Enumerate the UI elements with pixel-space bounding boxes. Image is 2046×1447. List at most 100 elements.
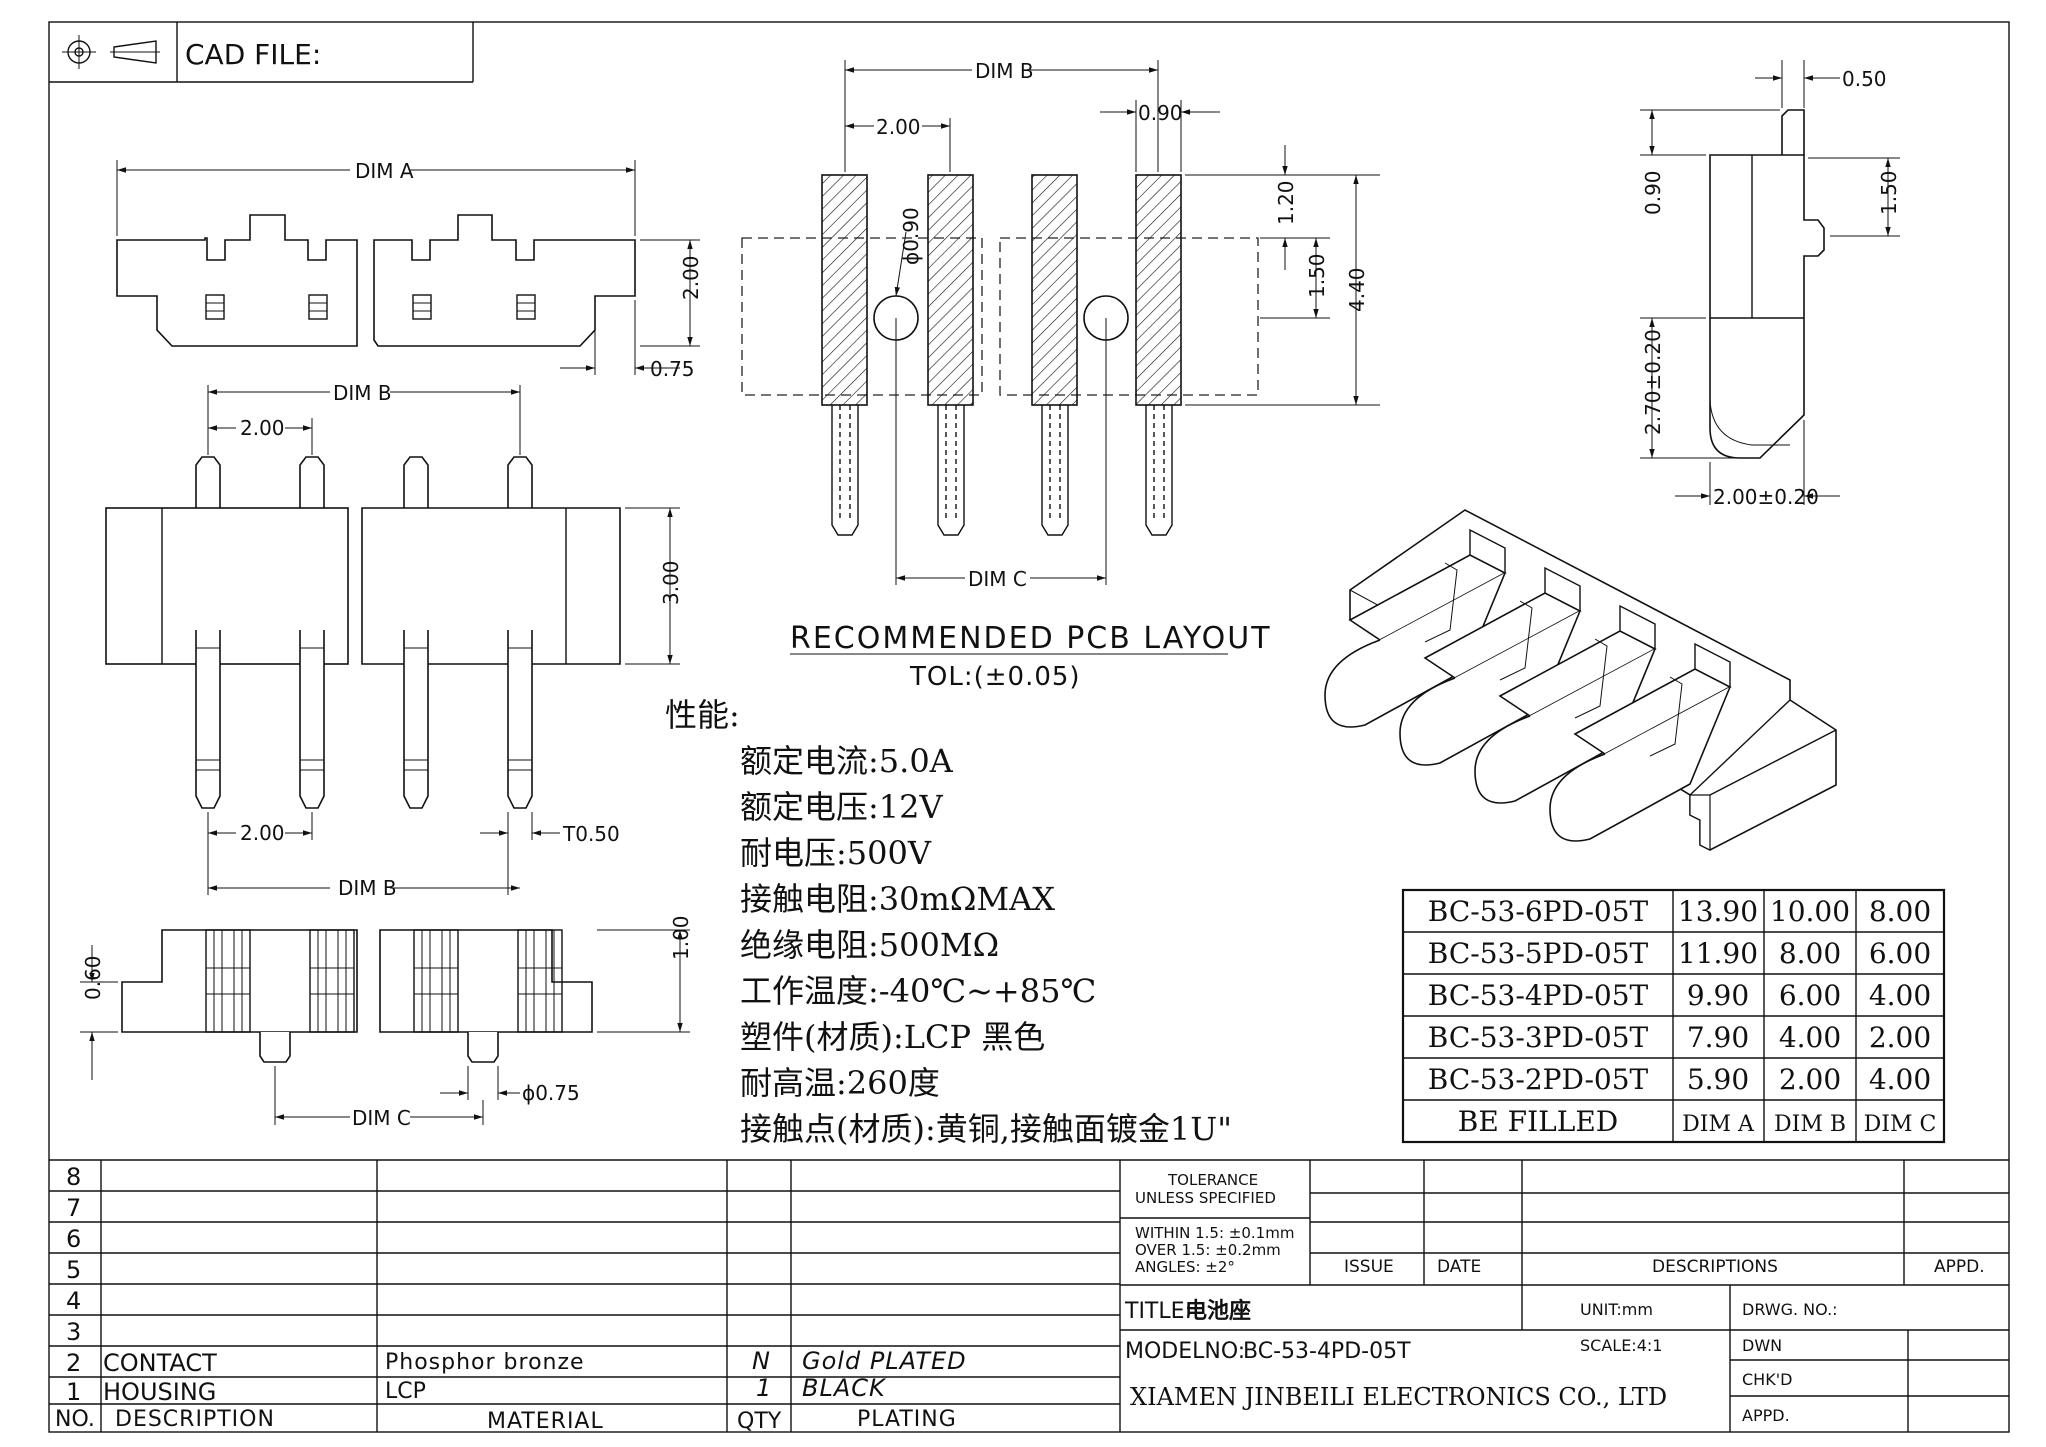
row-number: 8: [66, 1163, 81, 1191]
table-footer-cell: DIM B: [1774, 1112, 1846, 1137]
bom-material: LCP: [385, 1379, 426, 1404]
side-v-270-label: 2.70±0.20: [1641, 329, 1665, 435]
row-number: 4: [66, 1287, 81, 1315]
cad-header: CAD FILE:: [49, 22, 474, 83]
table-cell: 10.00: [1770, 895, 1850, 928]
table-cell: 2.00: [1779, 1063, 1841, 1096]
height-300-label: 3.00: [659, 560, 683, 605]
table-footer-cell: DIM C: [1864, 1112, 1937, 1137]
bom-material: Phosphor bronze: [385, 1350, 585, 1375]
spec-line: 接触电阻:30mΩMAX: [740, 880, 1055, 918]
width-075-label: 0.75: [650, 357, 695, 381]
projection-symbol-icon: [62, 35, 160, 69]
table-footer-cell: DIM A: [1682, 1112, 1755, 1137]
side-v-090-label: 0.90: [1641, 170, 1665, 215]
pcb-tolerance: TOL:(±0.05): [909, 662, 1081, 692]
table-cell: BC-53-3PD-05T: [1428, 1021, 1649, 1054]
phi-075-label: ϕ0.75: [522, 1081, 580, 1105]
row-number: 1: [66, 1378, 81, 1406]
table-cell: 6.00: [1779, 979, 1841, 1012]
tolerance-over: OVER 1.5: ±0.2mm: [1135, 1241, 1281, 1259]
side-v-150-label: 1.50: [1877, 170, 1901, 215]
t050-label: T0.50: [562, 822, 620, 846]
appd2-label: APPD.: [1742, 1406, 1790, 1425]
side-view: 0.50 0.90 1.50 2.70±0.20 2.00±0.20: [1640, 60, 1901, 509]
top-view: DIM B 2.00 3.00 2.00 T0.50 DIM B: [105, 381, 683, 900]
table-cell: 13.90: [1678, 895, 1758, 928]
pcb-hole-label: ϕ0.90: [899, 207, 923, 265]
table-cell: 4.00: [1869, 1063, 1931, 1096]
pitch-bottom-label: 2.00: [240, 821, 285, 845]
side-w-200-label: 2.00±0.20: [1713, 485, 1819, 509]
row-number: 2: [66, 1349, 81, 1377]
side-w-050-label: 0.50: [1842, 67, 1887, 91]
row-number: 6: [66, 1225, 81, 1253]
date-label: DATE: [1437, 1257, 1481, 1277]
spec-line: 绝缘电阻:500MΩ: [740, 926, 999, 964]
spec-line: 工作温度:-40℃~+85℃: [740, 972, 1096, 1010]
table-cell: 9.90: [1687, 979, 1749, 1012]
table-cell: 4.00: [1869, 979, 1931, 1012]
table-cell: 8.00: [1869, 895, 1931, 928]
company-name: XIAMEN JINBEILI ELECTRONICS CO., LTD: [1130, 1383, 1667, 1411]
spec-line: 耐高温:260度: [740, 1064, 940, 1102]
bom-plating: BLACK: [802, 1374, 887, 1402]
table-cell: 8.00: [1779, 937, 1841, 970]
spec-heading: 性能:: [665, 696, 740, 734]
pcb-dim-c-label: DIM C: [968, 567, 1027, 591]
row-number: 5: [66, 1256, 81, 1284]
tolerance-title: TOLERANCE: [1167, 1171, 1258, 1189]
spec-line: 耐电压:500V: [740, 834, 932, 872]
title-label: TITLE:: [1124, 1299, 1192, 1324]
spec-line: 塑件(材质):LCP 黑色: [740, 1018, 1045, 1056]
spec-line: 接触点(材质):黄铜,接触面镀金1U": [740, 1110, 1232, 1148]
appd-label: APPD.: [1934, 1257, 1985, 1277]
scale-label: SCALE:4:1: [1580, 1336, 1662, 1355]
issue-label: ISSUE: [1344, 1257, 1394, 1277]
bom-table: 8 7 6 5 4 3 2 1 CONTACT Phosphor bronze …: [49, 1159, 2009, 1434]
header-description: DESCRIPTION: [115, 1407, 275, 1432]
table-cell: 11.90: [1678, 937, 1758, 970]
height-100-label: 1.00: [669, 915, 693, 960]
descriptions-label: DESCRIPTIONS: [1652, 1257, 1778, 1277]
bom-qty: N: [752, 1347, 770, 1375]
dwn-label: DWN: [1742, 1336, 1782, 1355]
sheet-border: [48, 21, 2010, 1433]
pitch-top-label: 2.00: [240, 416, 285, 440]
bottom-view: 0.60 1.00 ϕ0.75 DIM C: [80, 915, 693, 1130]
drawing-number-label: DRWG. NO.:: [1742, 1300, 1838, 1319]
header-no: NO.: [55, 1407, 95, 1432]
pcb-w-090-label: 0.90: [1138, 101, 1183, 125]
pcb-layout: DIM B 2.00 0.90 ϕ0.90 1.20 1.50 4.40 DIM…: [741, 59, 1380, 692]
height-200-label: 2.00: [679, 255, 703, 300]
chkd-label: CHK'D: [1742, 1370, 1792, 1389]
header-qty: QTY: [737, 1409, 782, 1434]
bom-qty: 1: [756, 1374, 771, 1402]
row-number: 7: [66, 1194, 81, 1222]
row-number: 3: [66, 1318, 81, 1346]
model-value: BC-53-4PD-05T: [1243, 1339, 1411, 1364]
title-value: 电池座: [1185, 1298, 1251, 1324]
table-cell: BC-53-4PD-05T: [1428, 979, 1649, 1012]
height-060-label: 0.60: [81, 955, 105, 1000]
dimension-table: BC-53-6PD-05T 13.90 10.00 8.00 BC-53-5PD…: [1401, 888, 1946, 1144]
bom-description: HOUSING: [103, 1378, 216, 1406]
tolerance-subtitle: UNLESS SPECIFIED: [1135, 1189, 1276, 1207]
table-cell: 5.90: [1687, 1063, 1749, 1096]
table-footer-cell: BE FILLED: [1458, 1105, 1618, 1138]
pcb-title: RECOMMENDED PCB LAYOUT: [790, 621, 1272, 656]
dim-c-label: DIM C: [352, 1106, 411, 1130]
front-view: DIM A 2.00 0.75: [116, 159, 703, 381]
spec-line: 额定电流:5.0A: [740, 742, 954, 780]
table-cell: BC-53-5PD-05T: [1428, 937, 1649, 970]
pcb-dim-b-label: DIM B: [975, 59, 1034, 83]
table-cell: 7.90: [1687, 1021, 1749, 1054]
pcb-pitch-label: 2.00: [876, 115, 921, 139]
pcb-v-120-label: 1.20: [1274, 180, 1298, 225]
table-cell: 2.00: [1869, 1021, 1931, 1054]
header-material: MATERIAL: [487, 1409, 604, 1434]
dim-b-top-label: DIM B: [333, 381, 392, 405]
unit-label: UNIT:mm: [1580, 1300, 1653, 1319]
pcb-v-150-label: 1.50: [1305, 253, 1329, 298]
